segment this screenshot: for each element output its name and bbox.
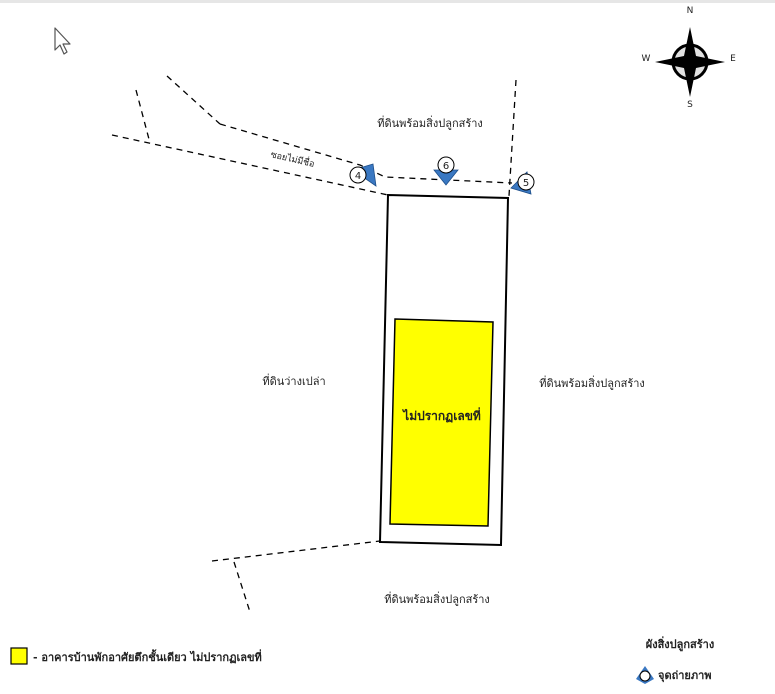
photo-point-4: 4 (349, 163, 377, 187)
compass-south-label: S (687, 100, 693, 110)
photo-point-5: 5 (510, 171, 535, 195)
legend-photo-point-label: จุดถ่ายภาพ (658, 669, 712, 683)
legend: - อาคารบ้านพักอาศัยตึกชั้นเดียว ไม่ปรากฏ… (10, 636, 714, 684)
compass-east-label: E (730, 54, 736, 64)
compass-icon (655, 27, 725, 97)
south-land-label: ที่ดินพร้อมสิ่งปลูกสร้าง (384, 591, 490, 606)
building-label: ไม่ปรากฏเลขที่ (401, 407, 481, 423)
north-land-label: ที่ดินพร้อมสิ่งปลูกสร้าง (377, 115, 483, 130)
photo-point-number: 4 (355, 171, 361, 182)
photo-point-6: 6 (433, 156, 459, 186)
west-land-label: ที่ดินว่างเปล่า (262, 373, 325, 388)
top-border (0, 0, 775, 3)
building (389, 318, 494, 527)
legend-building-swatch (10, 647, 28, 665)
photo-point-number: 6 (443, 161, 449, 172)
east-land-label: ที่ดินพร้อมสิ่งปลูกสร้าง (539, 375, 645, 390)
compass-north-label: N (687, 6, 694, 16)
legend-title: ผังสิ่งปลูกสร้าง (646, 636, 714, 652)
photo-point-number: 5 (523, 178, 529, 189)
legend-building-label: - อาคารบ้านพักอาศัยตึกชั้นเดียว ไม่ปรากฏ… (33, 649, 262, 664)
mouse-cursor-icon (54, 27, 71, 55)
photo-point-legend-icon (636, 666, 654, 684)
compass-west-label: W (642, 54, 651, 64)
